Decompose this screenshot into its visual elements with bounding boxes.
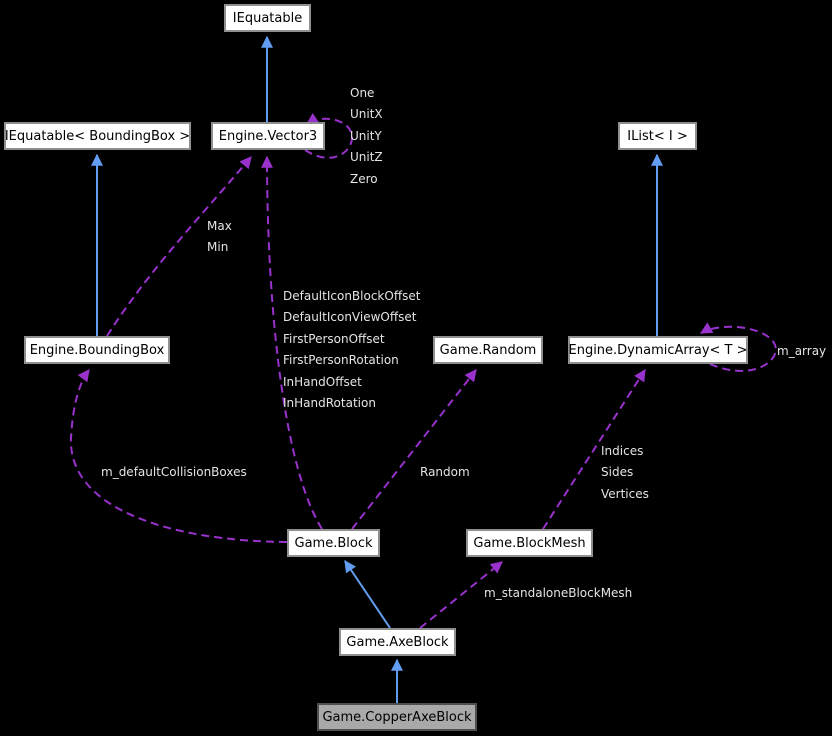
- edge-label-line: UnitZ: [350, 150, 383, 165]
- edge-blockmesh-uses-dynamicarray: [542, 368, 646, 530]
- node-game-blockmesh[interactable]: Game.BlockMesh: [466, 529, 593, 557]
- edge-boundingbox-uses-vector3: [106, 156, 252, 337]
- edge-vector3-self-loop: [304, 113, 354, 159]
- edge-label-line: Indices: [601, 444, 644, 458]
- edge-block-uses-boundingbox: [69, 369, 288, 543]
- edge-label-line: Zero: [350, 171, 378, 186]
- node-game-block[interactable]: Game.Block: [287, 529, 380, 557]
- edge-label-line: InHandOffset: [283, 374, 362, 389]
- edge-label-line: UnitX: [350, 107, 383, 122]
- edge-label-line: DefaultIconViewOffset: [283, 310, 417, 325]
- edge-label-line: Sides: [601, 465, 634, 480]
- edge-label-line: Min: [207, 240, 229, 255]
- edge-label-block-vector3-members: DefaultIconBlockOffset DefaultIconViewOf…: [283, 286, 420, 414]
- node-engine-dynamicarray[interactable]: Engine.DynamicArray< T >: [568, 336, 748, 364]
- edge-label-max-min: Max Min: [207, 216, 232, 259]
- node-game-copperaxeblock[interactable]: Game.CopperAxeBlock: [317, 703, 477, 731]
- node-engine-boundingbox[interactable]: Engine.BoundingBox: [24, 336, 170, 364]
- edge-label-line: InHandRotation: [283, 396, 376, 411]
- edge-label-line: FirstPersonOffset: [283, 331, 385, 346]
- edge-label-blockmesh-arrays: Indices Sides Vertices: [601, 441, 649, 505]
- edge-label-line: DefaultIconBlockOffset: [283, 289, 421, 303]
- edge-label-default-collision-boxes: m_defaultCollisionBoxes: [101, 465, 247, 479]
- edge-dynamicarray-self-loop: [699, 322, 777, 372]
- edge-label-random: Random: [420, 465, 470, 479]
- edge-block-uses-vector3: [261, 155, 323, 530]
- node-engine-vector3[interactable]: Engine.Vector3: [211, 122, 325, 150]
- edge-label-line: Vertices: [601, 486, 649, 501]
- edge-label-m-array: m_array: [777, 344, 827, 358]
- edge-label-line: UnitY: [350, 128, 382, 143]
- edge-label-line: One: [350, 86, 375, 100]
- node-iequatable[interactable]: IEquatable: [224, 4, 311, 32]
- node-iequatable-boundingbox[interactable]: IEquatable< BoundingBox >: [4, 122, 191, 150]
- edge-label-line: Max: [207, 219, 232, 233]
- node-game-axeblock[interactable]: Game.AxeBlock: [339, 628, 456, 656]
- node-ilist[interactable]: IList< I >: [618, 122, 697, 150]
- node-game-random[interactable]: Game.Random: [433, 336, 543, 364]
- edge-label-standalone-blockmesh: m_standaloneBlockMesh: [484, 586, 633, 600]
- edge-axeblock-uses-blockmesh: [419, 561, 503, 629]
- edge-block-uses-random: [351, 369, 477, 530]
- edge-label-line: FirstPersonRotation: [283, 353, 399, 368]
- edge-axeblock-to-block: [344, 560, 391, 629]
- edge-label-vector3-static-members: One UnitX UnitY UnitZ Zero: [350, 83, 383, 190]
